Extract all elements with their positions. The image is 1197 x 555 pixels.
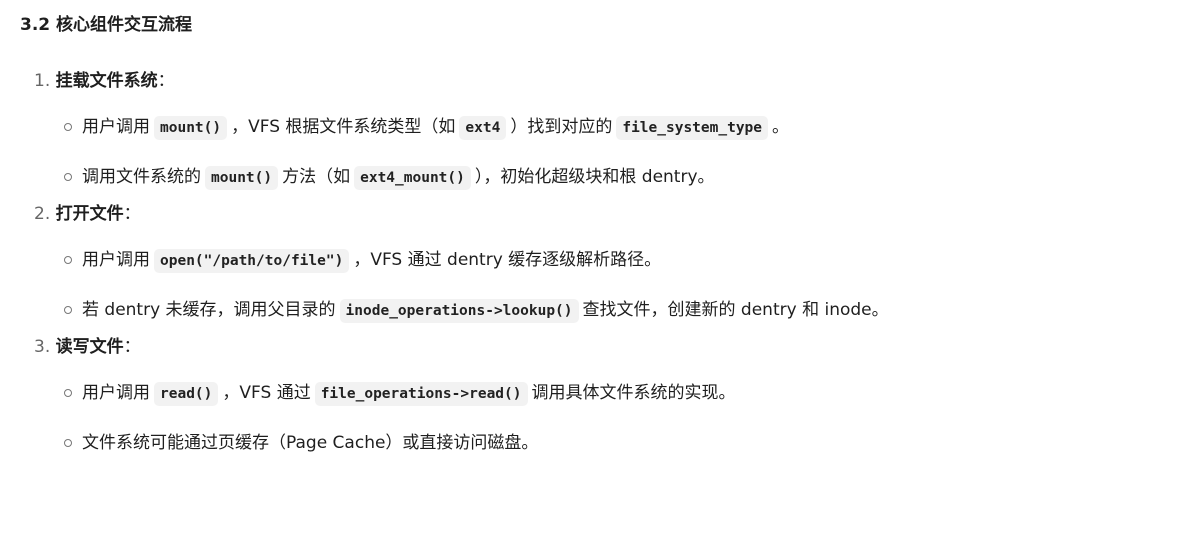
step-title-line: 1. 挂载文件系统：	[34, 69, 1197, 93]
step-number: 3.	[34, 337, 51, 357]
bullet-circle-icon	[64, 256, 72, 264]
inline-code: read()	[154, 382, 219, 406]
text-segment: 若 dentry 未缓存，调用父目录的	[82, 300, 336, 320]
inline-code: inode_operations->lookup()	[339, 299, 579, 323]
step-title-line: 2. 打开文件：	[34, 202, 1197, 226]
bullet-circle-icon	[64, 389, 72, 397]
inline-code: file_system_type	[616, 116, 769, 140]
step-title: 打开文件	[55, 204, 124, 224]
step-colon: ：	[123, 204, 141, 224]
text-segment: 方法（如	[282, 167, 351, 187]
step-title-line: 3. 读写文件：	[34, 335, 1197, 359]
step-title: 读写文件	[55, 337, 124, 357]
inline-code: ext4_mount()	[354, 166, 471, 190]
inline-code: mount()	[154, 116, 228, 140]
step-colon: ：	[157, 71, 175, 91]
text-segment: 用户调用	[82, 250, 150, 270]
text-segment: ）找到对应的	[510, 117, 613, 137]
text-segment: ，VFS 通过	[222, 383, 311, 403]
section-heading: 3.2 核心组件交互流程	[20, 15, 193, 35]
text-segment: 查找文件，创建新的 dentry 和 inode。	[582, 300, 889, 320]
text-segment: 调用具体文件系统的实现。	[531, 383, 736, 403]
text-segment: 用户调用	[82, 383, 150, 403]
step-number: 1.	[34, 71, 51, 91]
inline-code: file_operations->read()	[314, 382, 528, 406]
text-segment: ，VFS 通过 dentry 缓存逐级解析路径。	[353, 250, 662, 270]
text-segment: 文件系统可能通过页缓存（Page Cache）或直接访问磁盘。	[82, 433, 539, 453]
bullet-circle-icon	[64, 173, 72, 181]
step-colon: ：	[123, 337, 141, 357]
text-segment: 调用文件系统的	[82, 167, 201, 187]
step-title: 挂载文件系统	[55, 71, 158, 91]
bullet-circle-icon	[64, 306, 72, 314]
inline-code: ext4	[459, 116, 507, 140]
bullet-circle-icon	[64, 123, 72, 131]
inline-code: mount()	[205, 166, 279, 190]
text-segment: 用户调用	[82, 117, 150, 137]
text-segment: ），初始化超级块和根 dentry。	[474, 167, 715, 187]
bullet-circle-icon	[64, 439, 72, 447]
text-segment: 。	[772, 117, 790, 137]
step-number: 2.	[34, 204, 51, 224]
text-segment: ，VFS 根据文件系统类型（如	[231, 117, 456, 137]
inline-code: open("/path/to/file")	[154, 249, 350, 273]
sub-item: 文件系统可能通过页缓存（Page Cache）或直接访问磁盘。	[64, 428, 1042, 458]
